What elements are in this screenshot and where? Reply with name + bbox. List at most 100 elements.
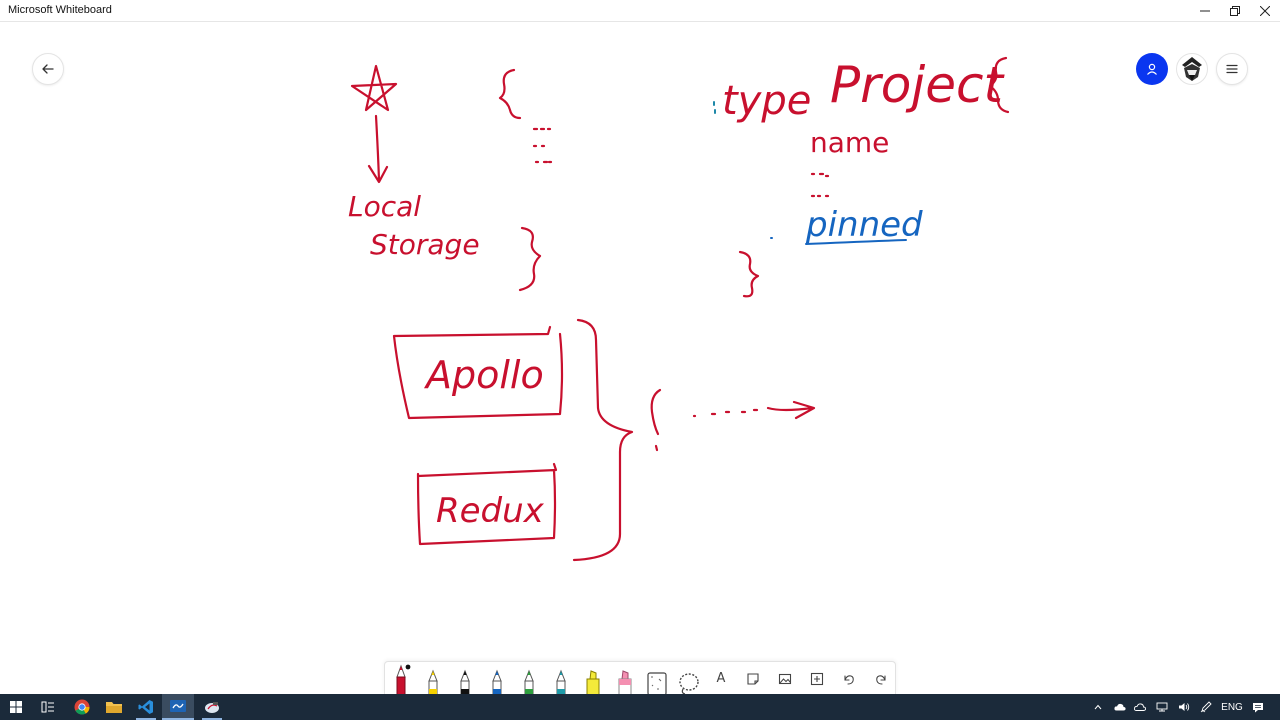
tool-lasso[interactable] xyxy=(675,662,703,695)
ink-dots-1 xyxy=(532,127,553,164)
ink-teal-mark xyxy=(713,101,716,114)
close-icon xyxy=(1260,6,1270,16)
tool-text[interactable]: A xyxy=(707,662,735,695)
pen-icon xyxy=(396,664,411,695)
taskbar-file-explorer[interactable] xyxy=(98,694,130,720)
minimize-icon xyxy=(1200,10,1210,12)
lasso-icon xyxy=(679,673,699,695)
folder-icon xyxy=(106,702,122,713)
chevron-up-icon xyxy=(1094,704,1102,710)
tool-pen-black[interactable] xyxy=(451,662,479,695)
tool-note[interactable] xyxy=(739,662,767,695)
hamburger-menu-icon xyxy=(1226,64,1238,74)
pen-icon xyxy=(524,669,534,695)
tray-network[interactable] xyxy=(1154,694,1170,720)
restore-button[interactable] xyxy=(1220,0,1250,22)
taskbar: ENG xyxy=(0,694,1280,720)
tool-pen-yellow[interactable] xyxy=(419,662,447,695)
text-icon: A xyxy=(716,671,726,686)
language-indicator: ENG xyxy=(1221,701,1243,713)
ink-pinned-underline xyxy=(805,239,907,245)
vscode-icon xyxy=(138,700,153,714)
text-storage: Storage xyxy=(370,228,480,261)
eraser-icon xyxy=(647,672,667,695)
tray-pen[interactable] xyxy=(1198,694,1214,720)
text-pinned: pinned xyxy=(805,205,923,245)
tool-pen-teal[interactable] xyxy=(547,662,575,695)
tool-pen-blue[interactable] xyxy=(483,662,511,695)
chrome-icon xyxy=(74,699,90,715)
invite-user-button[interactable] xyxy=(1136,53,1168,85)
highlighter-icon xyxy=(618,670,632,695)
task-view-icon xyxy=(41,701,54,713)
start-button[interactable] xyxy=(0,694,32,720)
ink-brace-open-1 xyxy=(498,68,522,120)
task-view-button[interactable] xyxy=(32,694,64,720)
tool-redo[interactable] xyxy=(867,662,895,695)
arrow-left-icon xyxy=(42,64,54,74)
whiteboard-canvas[interactable]: Local Storage type Project name Apollo R… xyxy=(0,22,1280,694)
minimize-button[interactable] xyxy=(1190,0,1220,22)
back-button[interactable] xyxy=(32,53,64,85)
ink-brace-open-2 xyxy=(988,56,1010,114)
ink-small-brace xyxy=(650,388,662,452)
windows-logo-icon xyxy=(10,701,22,713)
cloud-icon xyxy=(1114,703,1126,711)
taskbar-chrome[interactable] xyxy=(66,694,98,720)
taskbar-whiteboard[interactable] xyxy=(162,694,194,720)
tool-image[interactable] xyxy=(771,662,799,695)
settings-menu-button[interactable] xyxy=(1216,53,1248,85)
ink-dots-2 xyxy=(810,172,830,198)
ink-redux-box xyxy=(416,462,558,546)
text-apollo: Apollo xyxy=(423,353,544,397)
pen-icon xyxy=(492,669,502,695)
ink-star xyxy=(350,64,398,112)
ink-dotted-arrow xyxy=(692,400,816,420)
pen-icon xyxy=(556,669,566,695)
ink-big-brace xyxy=(572,318,634,562)
highlighter-icon xyxy=(586,670,600,695)
plus-box-icon xyxy=(810,672,824,685)
undo-icon xyxy=(844,674,854,685)
restore-icon xyxy=(1230,6,1240,16)
image-icon xyxy=(778,673,792,684)
taskbar-vscode[interactable] xyxy=(130,694,162,720)
tray-onedrive[interactable] xyxy=(1112,694,1128,720)
text-redux: Redux xyxy=(436,491,545,531)
ink-arrow-down xyxy=(367,114,389,184)
tool-highlighter-pink[interactable] xyxy=(611,662,639,695)
tray-show-hidden-button[interactable] xyxy=(1090,694,1106,720)
tray-volume[interactable] xyxy=(1176,694,1192,720)
pen-icon xyxy=(428,669,438,695)
ink-apollo-box xyxy=(392,325,564,420)
tray-onedrive-2[interactable] xyxy=(1132,694,1148,720)
network-icon xyxy=(1156,702,1168,712)
redo-icon xyxy=(876,674,886,685)
tool-eraser[interactable] xyxy=(643,662,671,695)
person-icon xyxy=(1147,63,1157,75)
tool-highlighter-yellow[interactable] xyxy=(579,662,607,695)
ink-layer[interactable]: Local Storage type Project name Apollo R… xyxy=(0,22,1280,694)
pen-icon xyxy=(460,669,470,695)
sticky-note-icon xyxy=(747,672,759,685)
ink-brace-close-1 xyxy=(518,226,542,292)
tool-undo[interactable] xyxy=(835,662,863,695)
close-button[interactable] xyxy=(1250,0,1280,22)
screen-capture-icon xyxy=(205,702,219,713)
user-avatar[interactable] xyxy=(1176,53,1208,85)
ink-brace-close-2 xyxy=(738,250,760,298)
tray-action-center[interactable] xyxy=(1250,694,1266,720)
text-type: type xyxy=(722,78,811,124)
text-local: Local xyxy=(348,190,421,223)
taskbar-screen-capture[interactable] xyxy=(196,694,228,720)
notification-icon xyxy=(1253,702,1263,712)
tool-pen-green[interactable] xyxy=(515,662,543,695)
pen-workspace-icon xyxy=(1200,701,1212,713)
text-project: Project xyxy=(830,56,1005,114)
speaker-icon xyxy=(1179,703,1190,711)
tool-add[interactable] xyxy=(803,662,831,695)
cloud-outline-icon xyxy=(1134,703,1146,711)
title-bar: Microsoft Whiteboard xyxy=(0,0,1280,22)
tray-language[interactable]: ENG xyxy=(1218,694,1246,720)
tool-pen-red[interactable] xyxy=(387,662,415,695)
